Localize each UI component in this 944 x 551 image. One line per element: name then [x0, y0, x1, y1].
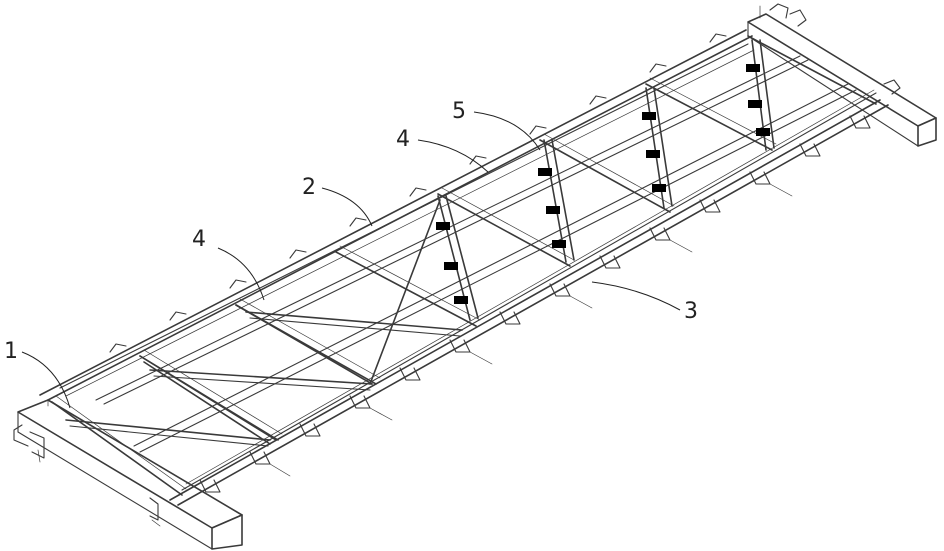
callout-label-4a: 4 — [192, 227, 206, 252]
frame-structure — [13, 3, 937, 550]
callout-label-3: 3 — [684, 299, 698, 324]
callout-3: 3 — [591, 281, 698, 324]
callout-5: 5 — [452, 99, 541, 151]
diagonal-braces — [65, 199, 463, 447]
far-rail-tabs — [109, 33, 727, 353]
callout-4a: 4 — [192, 227, 265, 301]
callouts: 1 2 3 4 4 5 — [4, 99, 698, 409]
far-side-rail — [39, 29, 755, 401]
callout-label-1: 1 — [4, 339, 18, 364]
callout-1: 1 — [4, 339, 71, 409]
outrigger-tabs — [199, 115, 871, 493]
strut-clamps — [436, 64, 770, 304]
callout-label-5: 5 — [452, 99, 466, 124]
callout-label-2: 2 — [302, 175, 316, 200]
callout-2: 2 — [302, 175, 373, 227]
callout-label-4b: 4 — [396, 127, 410, 152]
near-side-rail — [169, 89, 889, 506]
inner-rails — [95, 55, 857, 453]
callout-4b: 4 — [396, 127, 489, 173]
left-end-beam — [13, 399, 243, 550]
